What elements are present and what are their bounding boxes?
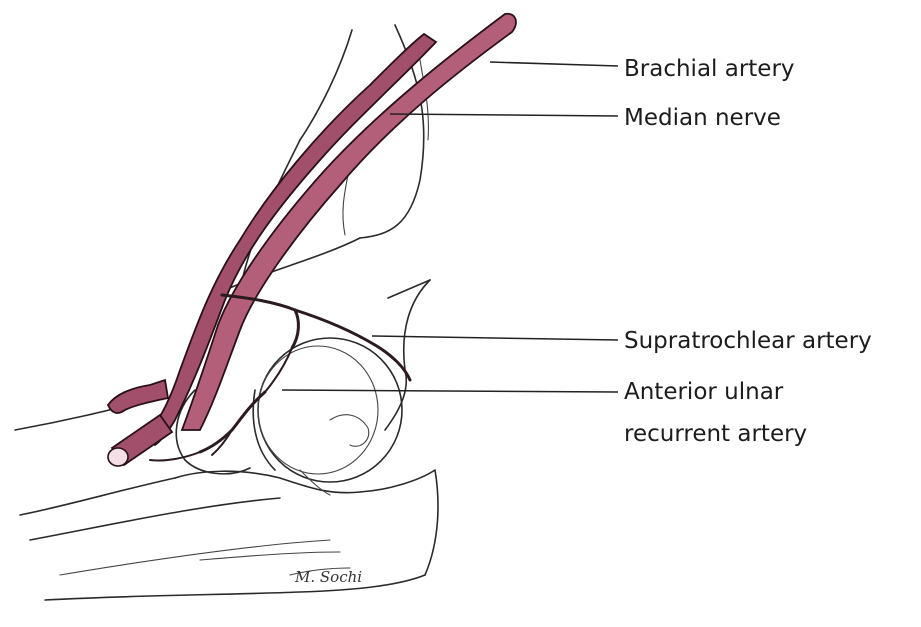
leader-lines: [282, 62, 618, 392]
label-anterior-ulnar-line1: Anterior ulnar: [624, 379, 784, 405]
artist-signature: M. Sochi: [294, 568, 362, 586]
forearm-outline: [15, 400, 438, 600]
label-median-nerve: Median nerve: [624, 105, 781, 131]
label-brachial-artery: Brachial artery: [624, 56, 795, 82]
median-nerve: [182, 14, 516, 430]
cut-vessel-stump: [108, 380, 172, 466]
label-anterior-ulnar-line2: recurrent artery: [624, 421, 807, 447]
label-supratrochlear-artery: Supratrochlear artery: [624, 328, 872, 354]
